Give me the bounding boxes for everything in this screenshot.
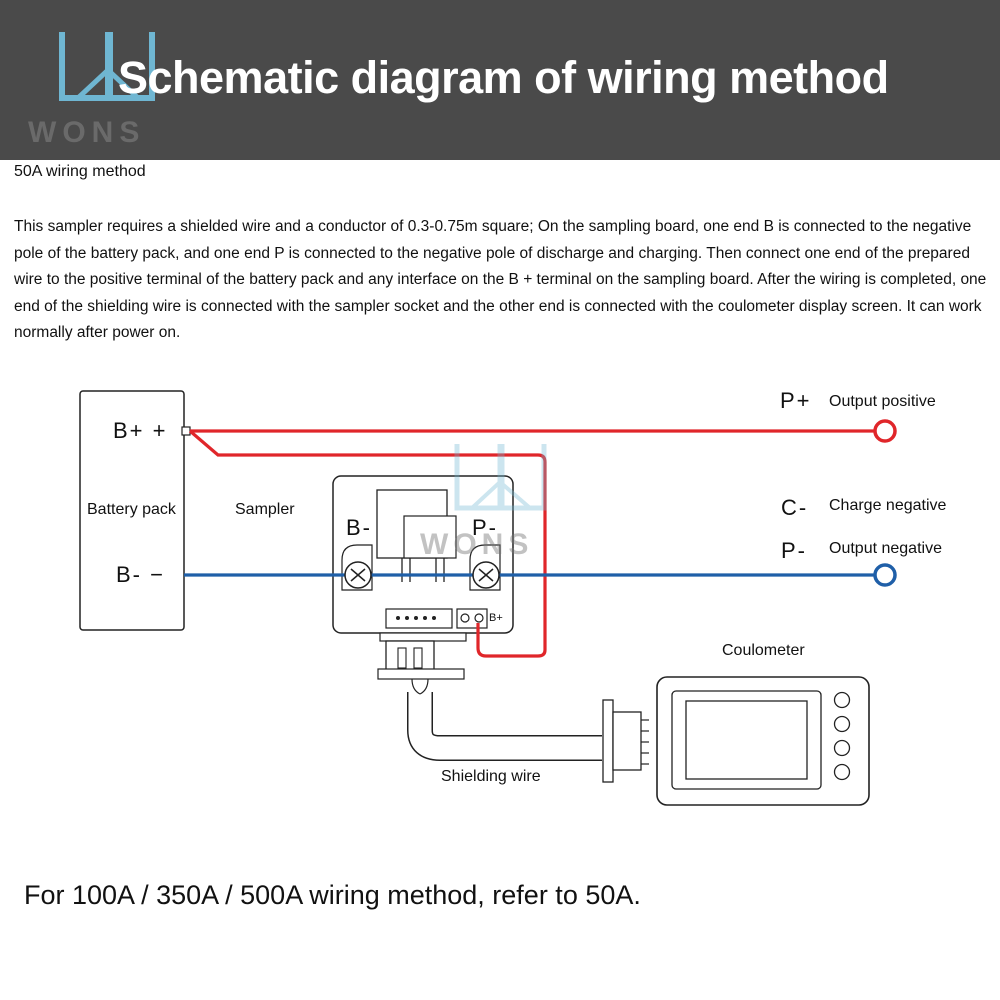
c-minus-symbol: C-	[781, 495, 809, 520]
sampler-label: Sampler	[235, 501, 295, 518]
watermark-text: WONS	[420, 528, 534, 561]
footer-note: For 100A / 350A / 500A wiring method, re…	[24, 880, 641, 910]
wons-logo-icon	[59, 32, 155, 101]
header-banner: WONS Schematic diagram of wiring method	[0, 0, 1000, 160]
subtitle: 50A wiring method	[14, 163, 146, 180]
sampler-b-plus-label: B+	[489, 612, 503, 624]
charge-negative-label: Charge negative	[829, 497, 947, 514]
watermark-logo-icon	[454, 444, 547, 511]
bplus-sense-wire	[188, 429, 547, 658]
description-paragraph: This sampler requires a shielded wire an…	[14, 218, 987, 341]
output-negative-terminal	[873, 563, 897, 587]
coulometer-label: Coulometer	[722, 642, 805, 659]
coulometer-screen	[685, 700, 808, 780]
coulometer-button-3	[833, 739, 851, 757]
battery-positive-terminal	[181, 426, 191, 436]
output-positive-terminal	[873, 419, 897, 443]
output-negative-label: Output negative	[829, 540, 942, 557]
p-minus-symbol: P-	[781, 538, 807, 563]
coulometer-button-4	[833, 763, 851, 781]
page-title: Schematic diagram of wiring method	[118, 52, 889, 103]
battery-pack-label: Battery pack	[87, 501, 176, 518]
sampler-p-minus-label: P-	[472, 515, 498, 540]
logo-text: WONS	[28, 116, 146, 149]
battery-positive-label: B+ +	[113, 418, 168, 443]
p-plus-symbol: P+	[780, 388, 812, 413]
sampler-b-minus-label: B-	[346, 515, 372, 540]
sampler-signal-connector	[385, 608, 453, 629]
coulometer-button-1	[833, 691, 851, 709]
output-positive-label: Output positive	[829, 393, 936, 410]
shielding-wire-label: Shielding wire	[441, 768, 541, 785]
battery-negative-label: B- −	[116, 562, 165, 587]
coulometer-plug	[612, 711, 642, 771]
battery-pack-box	[79, 390, 185, 631]
coulometer-button-2	[833, 715, 851, 733]
